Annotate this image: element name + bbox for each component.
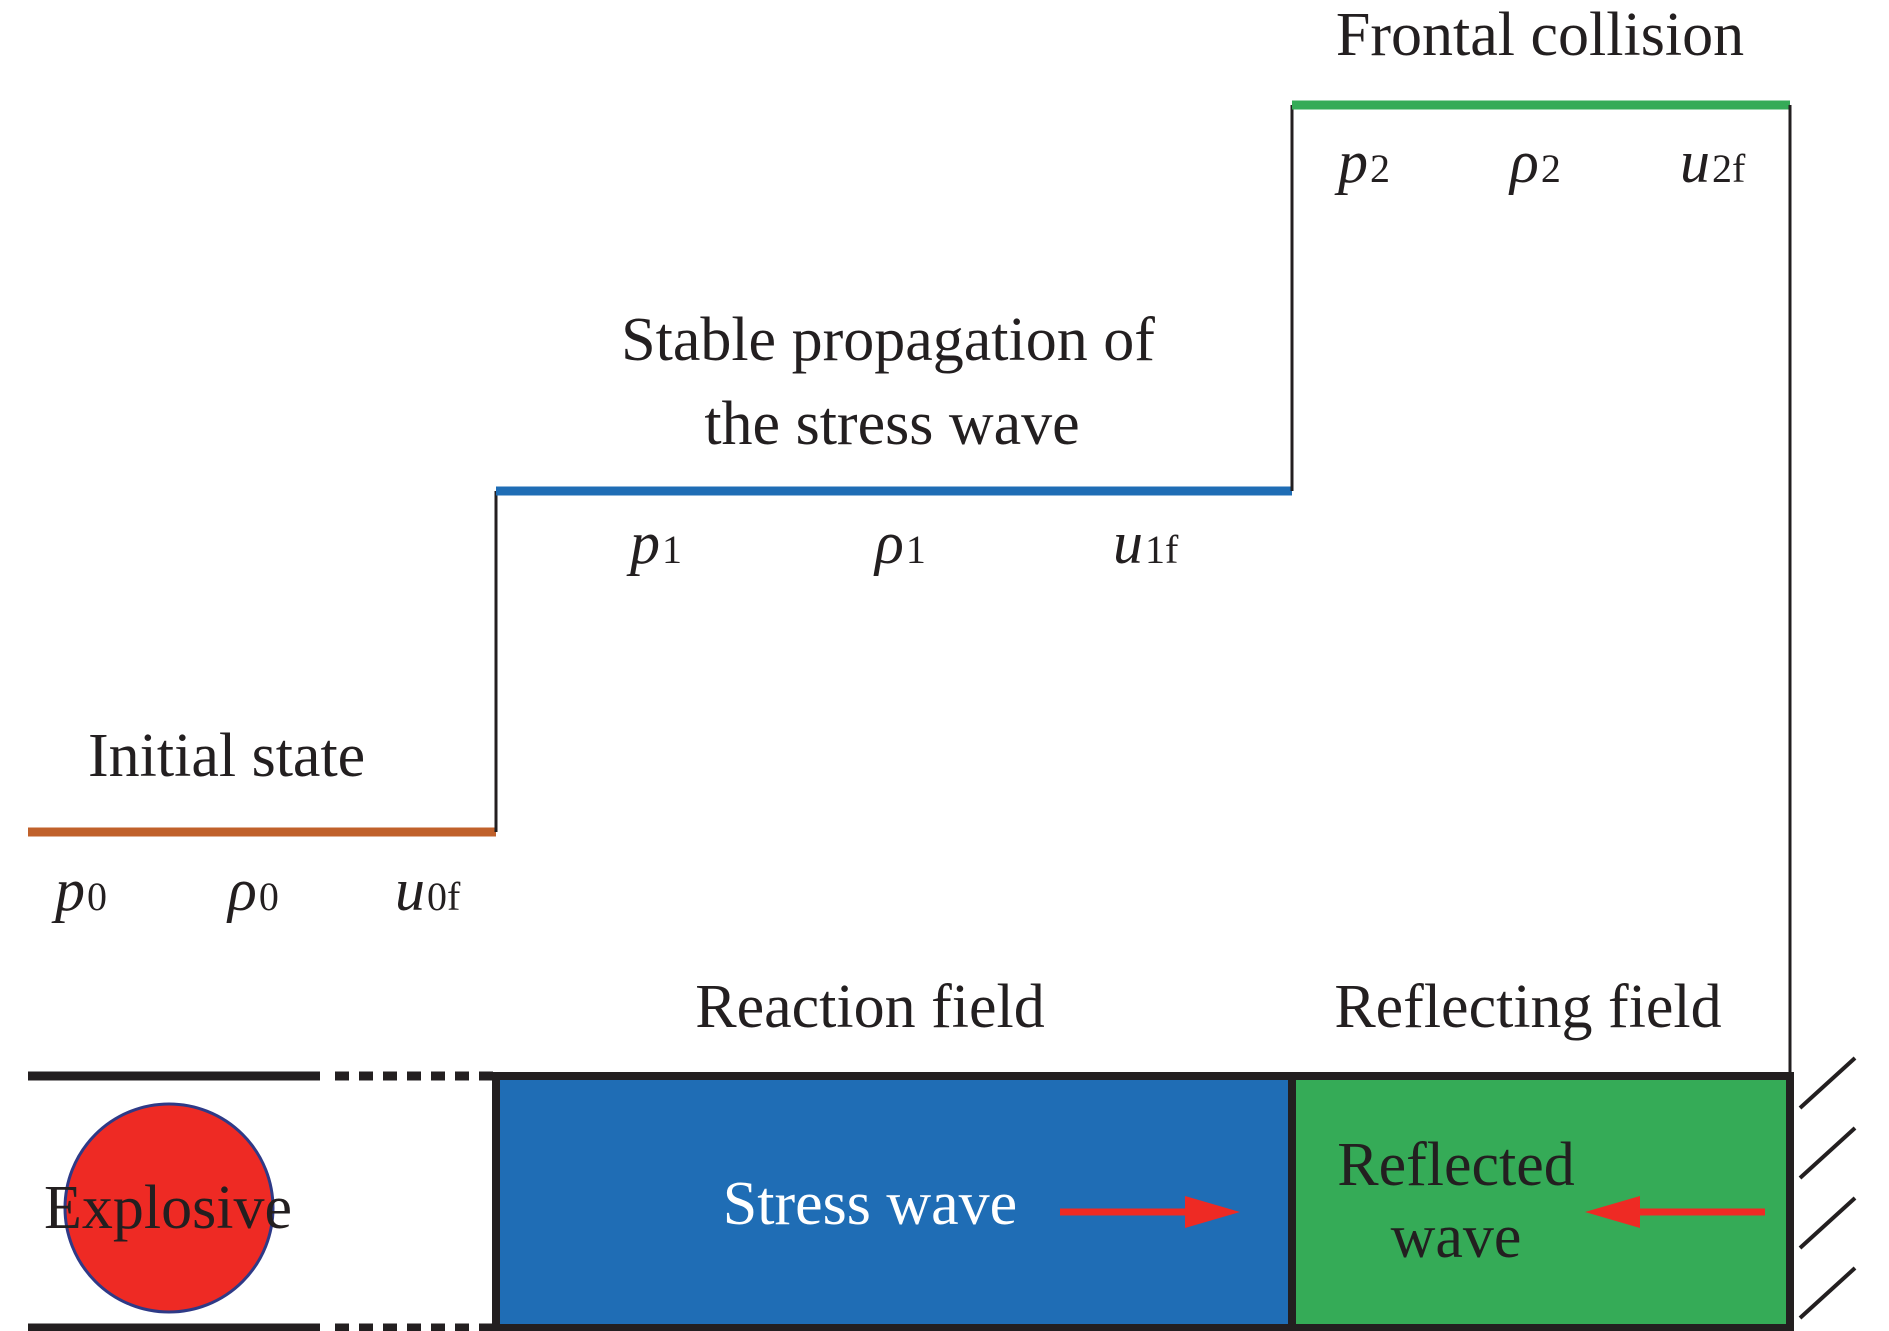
reflected-wave-label-line1: Reflected [1337, 1131, 1575, 1199]
explosive-charge [63, 1102, 275, 1314]
frontal-collision-title: Frontal collision [1336, 1, 1744, 69]
reaction-field-box [492, 1072, 1296, 1331]
velocity-1: u1f [1113, 510, 1179, 576]
reflecting-field-box [1288, 1072, 1794, 1331]
stress-wave-arrow-icon [1185, 1196, 1240, 1228]
reflecting-field-label: Reflecting field [1334, 973, 1721, 1041]
reflected-wave-label-line2: wave [1391, 1203, 1522, 1271]
density-1: ρ1 [873, 510, 926, 576]
stress-wave-label: Stress wave [723, 1170, 1017, 1238]
initial-state-title: Initial state [88, 722, 365, 790]
reflected-wave-arrow-icon [1585, 1196, 1640, 1228]
pressure-0: p0 [51, 857, 107, 923]
rigid-wall-hatching [1798, 1056, 1857, 1320]
stable-propagation-title-line1: Stable propagation of [621, 306, 1155, 374]
density-2: ρ2 [1508, 129, 1561, 195]
reaction-field-label: Reaction field [695, 973, 1044, 1041]
velocity-2: u2f [1680, 129, 1746, 195]
pressure-1: p1 [626, 510, 682, 576]
density-0: ρ0 [226, 857, 279, 923]
explosive-label: Explosive [44, 1174, 292, 1242]
velocity-0: u0f [395, 857, 461, 923]
stable-propagation-title-line2: the stress wave [704, 390, 1079, 458]
pressure-2: p2 [1334, 129, 1390, 195]
